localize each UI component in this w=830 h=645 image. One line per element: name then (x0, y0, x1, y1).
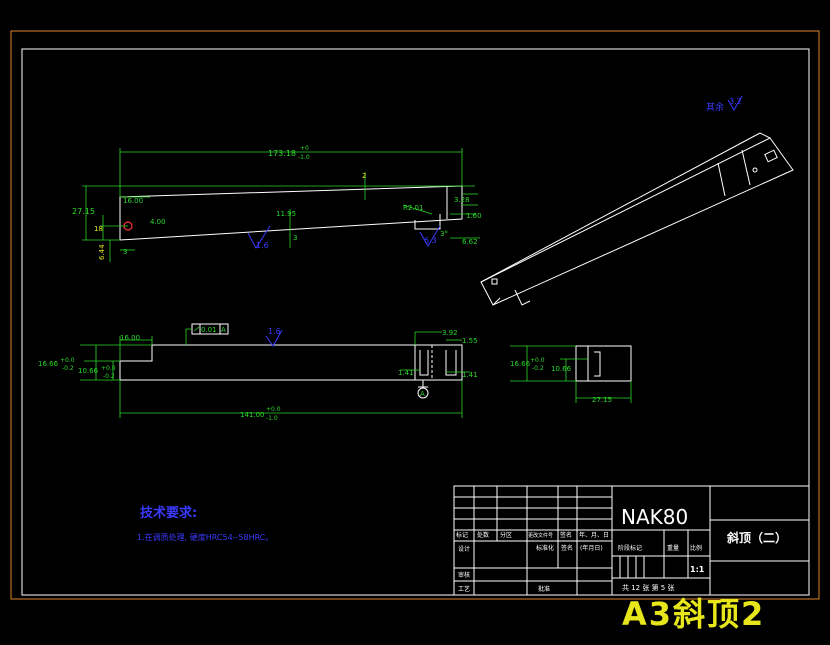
side-view: 16.66 +0.0 -0.2 10.66 27.15 (510, 345, 632, 404)
svg-text:审核: 审核 (458, 571, 470, 579)
svg-text:10.66: 10.66 (551, 365, 572, 373)
title-block: NAK80 斜顶（二） 1:1 共 12 张 第 5 张 标记 处数 分区 更改… (453, 485, 810, 596)
svg-text:-0.2: -0.2 (532, 365, 544, 372)
svg-text:2: 2 (362, 172, 366, 180)
svg-text:3: 3 (293, 234, 297, 242)
roughness-symbol-6-3 (419, 225, 441, 247)
svg-text:16.66: 16.66 (38, 360, 59, 368)
svg-text:16.00: 16.00 (123, 197, 143, 205)
roughness-symbol-1-6-front (265, 329, 283, 347)
dim-left-height: 27.15 (72, 207, 95, 216)
top-view: 173.18 +0 -1.0 27.15 16.00 4.00 18 3 6.4… (72, 145, 482, 262)
tech-req-line-1: 1.在调质处理, 硬度HRC54--58HRC。 (137, 532, 273, 542)
svg-text:1.6: 1.6 (268, 327, 281, 336)
svg-text:A: A (420, 390, 425, 398)
svg-text:10.66: 10.66 (78, 367, 99, 375)
sheet-info: 共 12 张 第 5 张 (622, 583, 675, 592)
svg-text:分区: 分区 (500, 531, 512, 539)
svg-text:-0.2: -0.2 (62, 365, 74, 372)
svg-text:3: 3 (123, 248, 127, 256)
svg-text:6.3: 6.3 (424, 236, 437, 245)
inner-frame (21, 48, 810, 596)
svg-text:+0.0: +0.0 (530, 357, 545, 364)
svg-text:更改文件号: 更改文件号 (528, 532, 553, 539)
svg-text:阶段标记: 阶段标记 (618, 544, 642, 552)
tech-req-title: 技术要求: (140, 505, 197, 521)
svg-text:重量: 重量 (667, 544, 679, 552)
svg-text:11.95: 11.95 (276, 210, 296, 218)
svg-text:-1.0: -1.0 (298, 154, 310, 161)
svg-text:141.00: 141.00 (240, 411, 265, 419)
dim-top-length: 173.18 (268, 149, 296, 158)
svg-text:A: A (221, 326, 226, 334)
svg-text:-1.0: -1.0 (266, 415, 278, 422)
svg-text:标准化: 标准化 (536, 544, 554, 552)
svg-text:6.62: 6.62 (462, 238, 478, 246)
top-view-notch (414, 214, 441, 230)
svg-text:16.66: 16.66 (510, 360, 531, 368)
isometric-view: 其余 3.2 (480, 95, 794, 306)
svg-text:比例: 比例 (690, 544, 702, 552)
svg-text:设计: 设计 (458, 545, 470, 553)
svg-text:+0.0: +0.0 (60, 357, 75, 364)
svg-text:0.01: 0.01 (201, 326, 217, 334)
side-view-outline (575, 345, 632, 382)
svg-text:R2.01: R2.01 (403, 204, 423, 212)
svg-text:-0.2: -0.2 (103, 373, 115, 380)
svg-text:16.00: 16.00 (120, 334, 140, 342)
svg-text:+0: +0 (300, 145, 309, 152)
svg-text:+0.0: +0.0 (266, 406, 281, 413)
svg-text:1.55: 1.55 (462, 337, 478, 345)
roughness-symbol-1-6-top (247, 225, 271, 249)
svg-text:年、月、日: 年、月、日 (579, 531, 609, 539)
svg-text:1.41: 1.41 (398, 369, 414, 377)
iso-bar-body (480, 137, 794, 306)
svg-text:1.6: 1.6 (256, 241, 269, 250)
svg-text:签名: 签名 (560, 531, 572, 539)
datum-a-symbol (417, 387, 429, 399)
svg-text:+0.0: +0.0 (101, 365, 116, 372)
svg-text:4.00: 4.00 (150, 218, 166, 226)
svg-text:3.2: 3.2 (729, 97, 742, 106)
material-label: NAK80 (621, 505, 688, 529)
outer-sheet-border (10, 30, 820, 600)
svg-text:标记: 标记 (456, 531, 468, 539)
svg-text:处数: 处数 (477, 531, 489, 539)
svg-text:签名: 签名 (561, 544, 573, 552)
svg-text:其余: 其余 (706, 101, 724, 113)
svg-text:1.60: 1.60 (466, 212, 482, 220)
svg-text:3.28: 3.28 (454, 196, 470, 204)
svg-text:3°: 3° (440, 230, 448, 238)
part-name: 斜顶（二） (726, 530, 787, 545)
banner-title: A3斜顶2 (622, 595, 765, 633)
svg-text:工艺: 工艺 (458, 585, 470, 593)
svg-text:(年月日): (年月日) (580, 544, 603, 552)
svg-text:18: 18 (94, 225, 103, 233)
roughness-all-symbol (727, 95, 743, 111)
scale-value: 1:1 (690, 565, 705, 574)
svg-text:6.44: 6.44 (98, 244, 106, 260)
svg-text:1.41: 1.41 (462, 371, 478, 379)
svg-text:3.92: 3.92 (442, 329, 458, 337)
front-view: 16.00 16.66 +0.0 -0.2 10.66 +0.0 -0.2 0.… (38, 323, 478, 422)
svg-text:批准: 批准 (538, 585, 550, 593)
svg-text:27.15: 27.15 (592, 396, 612, 404)
